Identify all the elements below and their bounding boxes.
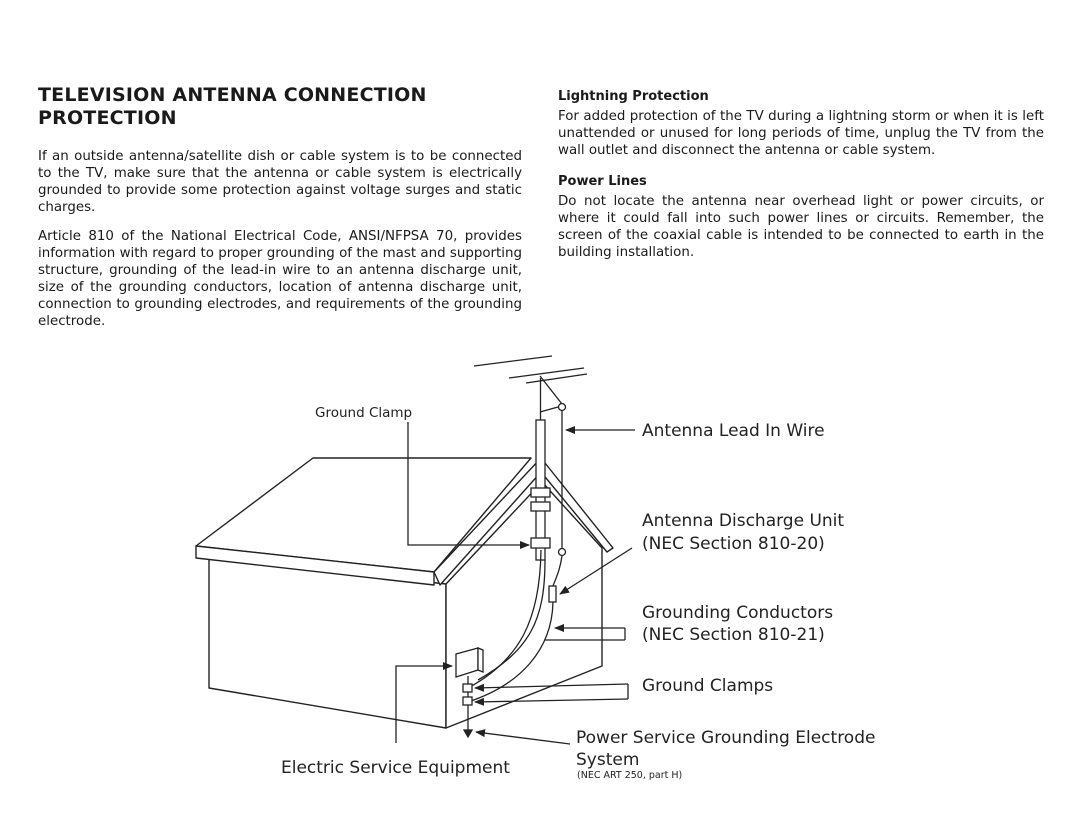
label-ground-clamp: Ground Clamp — [315, 405, 412, 421]
grounding-electrode — [462, 729, 474, 739]
mast-ground-clamp — [530, 537, 551, 549]
power-lines-heading: Power Lines — [558, 174, 647, 189]
label-grounding-conductors-section: (NEC Section 810-21) — [642, 625, 825, 645]
lightning-heading: Lightning Protection — [558, 89, 709, 104]
callout-lines — [395, 422, 635, 745]
label-grounding-conductors: Grounding Conductors — [642, 603, 833, 623]
discharge-unit — [548, 585, 557, 603]
lead-to-discharge — [552, 555, 563, 587]
label-discharge-unit-section: (NEC Section 810-20) — [642, 534, 825, 554]
grounding-conductor-2 — [467, 601, 554, 703]
label-lead-in-wire: Antenna Lead In Wire — [642, 421, 825, 441]
article-810-paragraph: Article 810 of the National Electrical C… — [38, 229, 522, 329]
grounding-conductor-1 — [467, 549, 542, 689]
antenna-element-2 — [508, 367, 585, 379]
house-drawing — [195, 457, 614, 729]
right-column: Lightning Protection For added protectio… — [558, 86, 1044, 275]
ground-clamp-lower — [462, 696, 473, 706]
label-electric-service: Electric Service Equipment — [281, 758, 510, 778]
house-right-wall — [445, 481, 603, 729]
label-electrode: Power Service Grounding Electrode — [576, 728, 875, 748]
lightning-paragraph: For added protection of the TV during a … — [558, 109, 1044, 158]
antenna-element-1 — [473, 355, 553, 367]
house-roof-edge — [195, 545, 435, 586]
grounding-conductor-3 — [477, 559, 546, 681]
diagram-labels: Ground Clamp Antenna Lead In Wire Antenn… — [281, 405, 875, 781]
house-left-wall — [208, 557, 447, 729]
ground-clamp-upper — [462, 683, 473, 693]
intro-paragraph: If an outside antenna/satellite dish or … — [38, 149, 522, 215]
left-column: TELEVISION ANTENNA CONNECTION PROTECTION… — [38, 84, 522, 342]
page-title: TELEVISION ANTENNA CONNECTION PROTECTION — [38, 84, 427, 129]
antenna-mast — [467, 355, 588, 703]
label-discharge-unit: Antenna Discharge Unit — [642, 511, 844, 531]
mast-clamp-2 — [530, 501, 551, 512]
label-electrode-nec: (NEC ART 250, part H) — [577, 770, 682, 781]
power-lines-paragraph: Do not locate the antenna near overhead … — [558, 194, 1044, 260]
antenna-element-3 — [525, 373, 588, 384]
electric-service-gear — [455, 647, 484, 739]
label-ground-clamps: Ground Clamps — [642, 676, 773, 696]
mast-clamp-1 — [530, 487, 551, 498]
label-electrode-system: System — [576, 750, 639, 770]
